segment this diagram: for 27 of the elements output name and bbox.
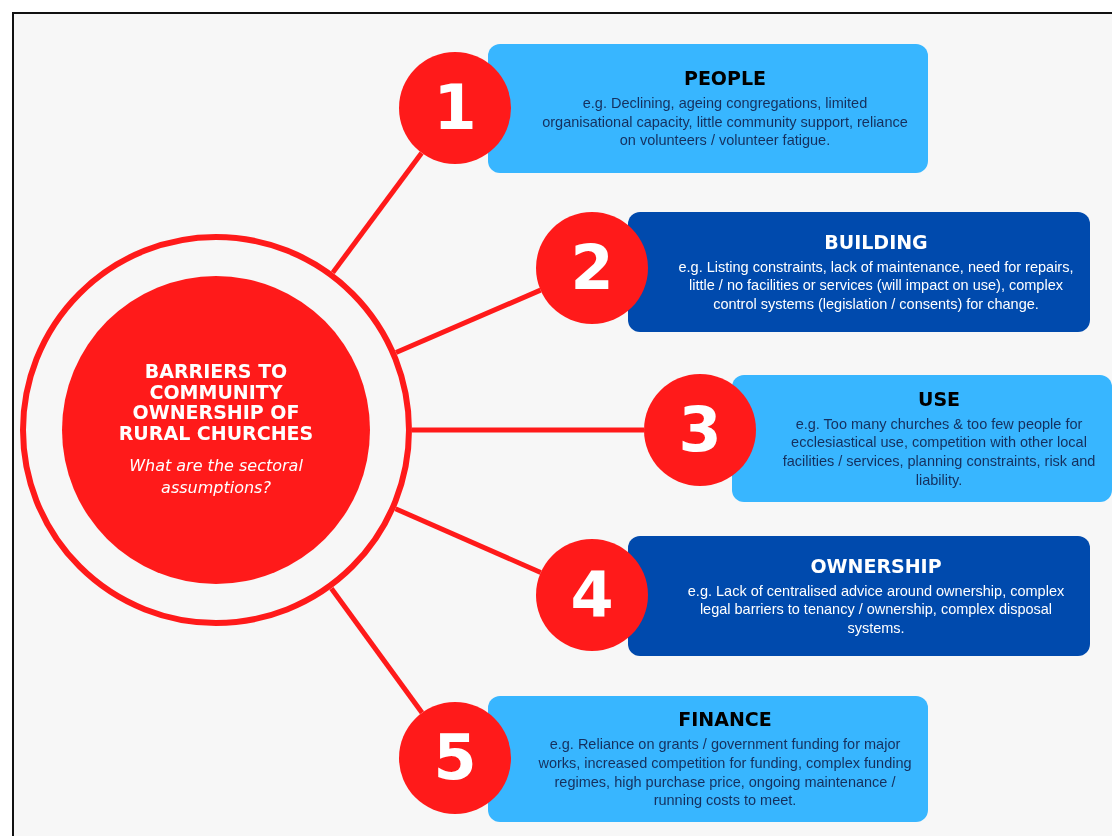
- card-heading: OWNERSHIP: [810, 554, 942, 577]
- card-heading: FINANCE: [678, 708, 772, 731]
- card-description: e.g. Too many churches & too few people for ecclesiastical use, competition with other local facilities / services, planning constraints, risk and liability.: [781, 414, 1097, 490]
- card-heading: BUILDING: [824, 230, 928, 253]
- card-heading: PEOPLE: [683, 67, 767, 90]
- card-description: e.g. Reliance on grants / government funding for major works, increased competition for funding, complex funding regimes, high purchase price, ongoing maintenance / running costs to meet.: [537, 735, 913, 810]
- category-card: [732, 375, 1112, 502]
- category-card: [488, 696, 928, 822]
- step-number: 5: [433, 727, 477, 789]
- card-description: e.g. Listing constraints, lack of maintenance, need for repairs, little / no facilities or services (will impact on use), complex control systems (legislation / consents) for change.: [677, 257, 1075, 314]
- connector-line: [329, 586, 425, 715]
- connector-line: [412, 427, 644, 433]
- step-number: 1: [433, 77, 477, 139]
- connector-line: [394, 506, 542, 575]
- card-heading: USE: [917, 387, 961, 410]
- card-description: e.g. Declining, ageing congregations, limited organisational capacity, little community support, reliance on volunteers / volunteer fatigue.: [541, 94, 909, 150]
- connector-line: [395, 287, 542, 355]
- card-description: e.g. Lack of centralised advice around ownership, complex legal barriers to tenancy / ownership, complex disposal systems.: [686, 581, 1066, 638]
- connector-line: [330, 151, 424, 275]
- category-card: [628, 536, 1090, 656]
- step-number: 3: [678, 399, 722, 461]
- center-subtitle: What are the sectoral assumptions?: [128, 455, 304, 499]
- step-number: 2: [570, 237, 614, 299]
- center-heading: BARRIERS TO COMMUNITY OWNERSHIP OF RURAL CHURCHES: [117, 361, 315, 444]
- step-number: 4: [570, 564, 614, 626]
- category-card: [488, 44, 928, 173]
- category-card: [628, 212, 1090, 332]
